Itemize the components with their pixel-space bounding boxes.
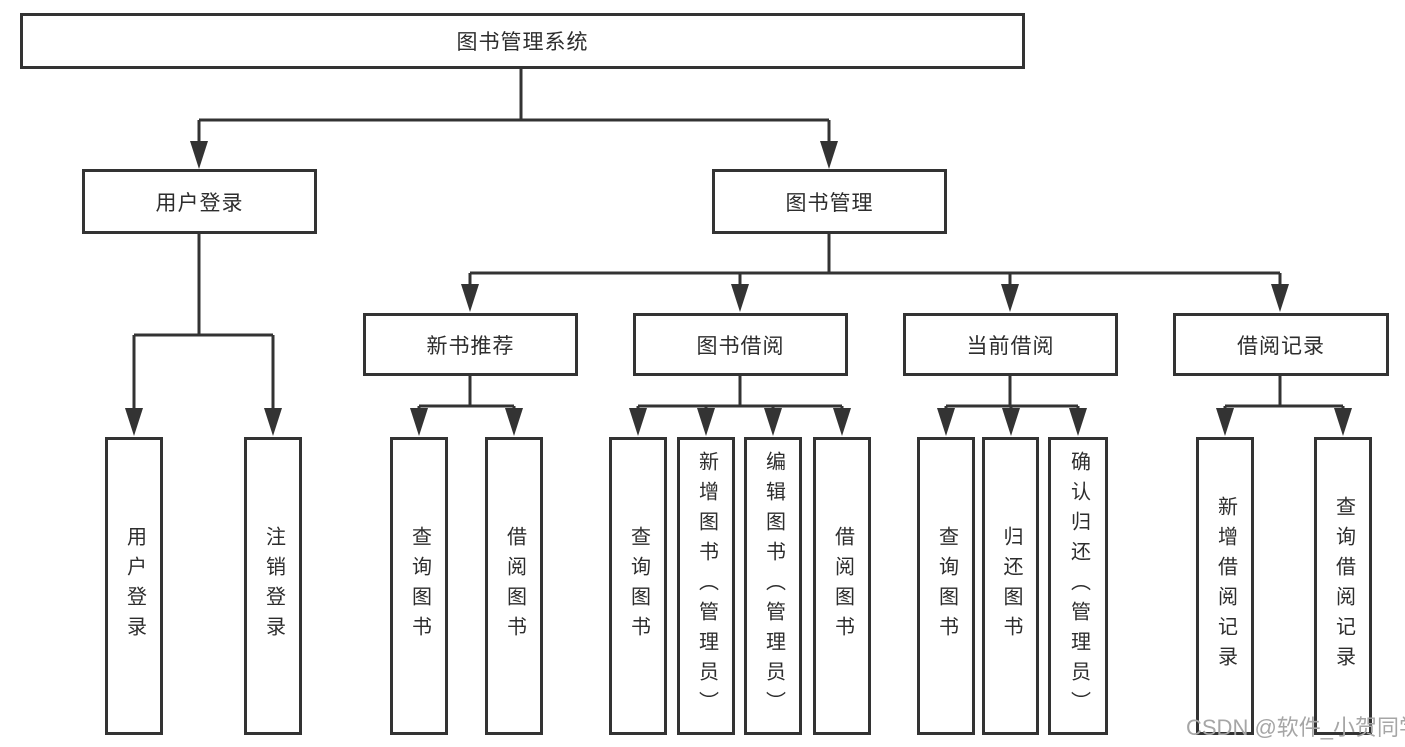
connector-group-book-borrow-to-leaves xyxy=(636,375,844,418)
leaf-query-books-recommend-label: 查询图书 xyxy=(408,526,431,646)
leaf-query-books-current-label: 查询图书 xyxy=(935,526,958,646)
node-book-management-label: 图书管理 xyxy=(785,191,874,215)
leaf-borrow-books-borrow: 借阅图书 xyxy=(813,437,871,735)
node-book-management: 图书管理 xyxy=(712,169,947,234)
node-new-book-recommend: 新书推荐 xyxy=(363,313,578,376)
leaf-user-login: 用户登录 xyxy=(105,437,163,735)
leaf-add-book-admin: 新增图书（管理员） xyxy=(677,437,735,735)
connector-group-new-book-to-leaves xyxy=(417,375,516,418)
connector-group-book-management-to-level3 xyxy=(468,233,1282,295)
node-borrow-records-label: 借阅记录 xyxy=(1237,334,1325,358)
leaf-return-books-label: 归还图书 xyxy=(1000,526,1022,646)
leaf-logout-label: 注销登录 xyxy=(262,526,285,646)
node-borrow-records: 借阅记录 xyxy=(1173,313,1389,376)
leaf-edit-book-admin-label: 编辑图书（管理员） xyxy=(762,451,785,721)
leaf-return-books: 归还图书 xyxy=(982,437,1039,735)
leaf-borrow-books-borrow-label: 借阅图书 xyxy=(831,526,854,646)
leaf-add-borrow-record: 新增借阅记录 xyxy=(1196,437,1254,735)
connector-group-borrow-records-to-leaves xyxy=(1223,375,1345,418)
node-root-system: 图书管理系统 xyxy=(20,13,1025,69)
leaf-borrow-books-recommend: 借阅图书 xyxy=(485,437,543,735)
leaf-edit-book-admin: 编辑图书（管理员） xyxy=(744,437,802,735)
leaf-add-borrow-record-label: 新增借阅记录 xyxy=(1214,496,1237,676)
node-new-book-recommend-label: 新书推荐 xyxy=(426,334,515,358)
leaf-query-books-current: 查询图书 xyxy=(917,437,975,735)
leaf-query-borrow-record-label: 查询借阅记录 xyxy=(1332,496,1355,676)
leaf-confirm-return-admin: 确认归还（管理员） xyxy=(1048,437,1108,735)
node-current-borrow: 当前借阅 xyxy=(903,313,1118,376)
csdn-watermark: CSDN @软件_小贺同学 xyxy=(1186,715,1405,740)
leaf-user-login-label: 用户登录 xyxy=(123,526,146,646)
leaf-query-borrow-record: 查询借阅记录 xyxy=(1314,437,1372,735)
connector-group-user-login-to-leaves xyxy=(132,233,275,418)
leaf-logout: 注销登录 xyxy=(244,437,302,735)
node-user-login: 用户登录 xyxy=(82,169,317,234)
connector-group-root-to-level2 xyxy=(197,69,831,150)
node-root-system-label: 图书管理系统 xyxy=(456,31,589,54)
leaf-add-book-admin-label: 新增图书（管理员） xyxy=(695,451,718,721)
node-user-login-label: 用户登录 xyxy=(155,191,244,215)
leaf-confirm-return-admin-label: 确认归还（管理员） xyxy=(1067,451,1090,721)
leaf-query-books-borrow-label: 查询图书 xyxy=(627,526,650,646)
leaf-query-books-borrow: 查询图书 xyxy=(609,437,667,735)
leaf-query-books-recommend: 查询图书 xyxy=(390,437,448,735)
node-current-borrow-label: 当前借阅 xyxy=(966,334,1055,358)
leaf-borrow-books-recommend-label: 借阅图书 xyxy=(503,526,526,646)
node-book-borrow: 图书借阅 xyxy=(633,313,848,376)
node-book-borrow-label: 图书借阅 xyxy=(696,334,785,358)
